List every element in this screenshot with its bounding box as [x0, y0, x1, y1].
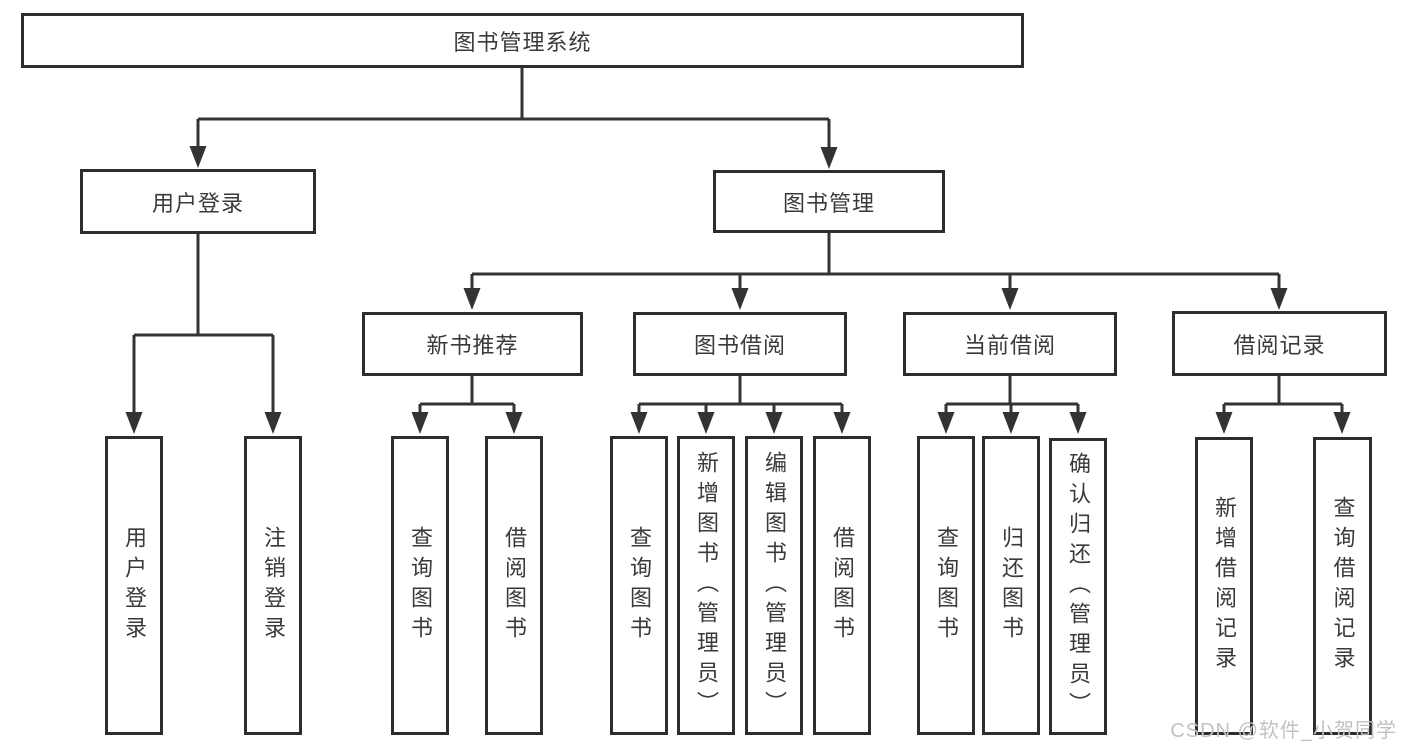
arrow-down-icon — [411, 412, 429, 434]
arrow-down-icon — [1215, 412, 1233, 434]
leaf-logout: 注销登录 — [244, 436, 302, 735]
node-label: 新增图书（管理员） — [694, 450, 719, 721]
connector-book-management — [470, 233, 1281, 289]
connector-borrow-records — [1222, 376, 1344, 413]
connector-current-borrow — [944, 376, 1080, 413]
node-label: 当前借阅 — [963, 333, 1056, 358]
leaf-confirm-return-admin: 确认归还（管理员） — [1049, 438, 1107, 735]
arrow-down-icon — [697, 412, 715, 434]
node-label: 借阅图书 — [502, 525, 527, 646]
leaf-query-borrow-record: 查询借阅记录 — [1313, 437, 1372, 735]
connector-new-book — [418, 376, 516, 413]
node-label: 注销登录 — [261, 525, 286, 646]
arrow-down-icon — [833, 412, 851, 434]
node-label: 查询图书 — [408, 525, 433, 646]
arrow-down-icon — [765, 412, 783, 434]
leaf-user-login: 用户登录 — [105, 436, 163, 735]
leaf-borrow-book: 借阅图书 — [813, 436, 871, 735]
node-library-management-system: 图书管理系统 — [21, 13, 1024, 68]
leaf-add-book-admin: 新增图书（管理员） — [677, 436, 735, 735]
node-label: 图书借阅 — [693, 333, 786, 358]
node-label: 查询借阅记录 — [1330, 496, 1356, 676]
node-book-management: 图书管理 — [713, 170, 945, 233]
node-book-borrow: 图书借阅 — [633, 312, 847, 376]
node-label: 新增借阅记录 — [1212, 496, 1237, 676]
arrow-down-icon — [630, 412, 648, 434]
arrow-down-icon — [505, 412, 523, 434]
arrow-down-icon — [463, 288, 481, 310]
leaf-query-book-current: 查询图书 — [917, 436, 975, 735]
node-label: 确认归还（管理员） — [1066, 451, 1091, 722]
node-label: 用户登录 — [151, 190, 244, 216]
leaf-borrow-book-recommend: 借阅图书 — [485, 436, 543, 735]
node-label: 图书管理系统 — [453, 29, 592, 55]
connector-book-borrow — [637, 376, 844, 413]
leaf-edit-book-admin: 编辑图书（管理员） — [745, 436, 803, 735]
node-label: 借阅图书 — [830, 525, 855, 646]
arrow-down-icon — [937, 412, 955, 434]
node-borrow-records: 借阅记录 — [1172, 311, 1387, 376]
leaf-query-book-recommend: 查询图书 — [391, 436, 449, 735]
arrow-down-icon — [1333, 412, 1351, 434]
arrow-down-icon — [125, 412, 143, 434]
node-label: 图书管理 — [782, 190, 875, 216]
arrow-down-icon — [1002, 412, 1020, 434]
node-label: 查询图书 — [627, 525, 652, 646]
node-label: 编辑图书（管理员） — [762, 450, 787, 721]
arrow-down-icon — [731, 288, 749, 310]
node-current-borrow: 当前借阅 — [903, 312, 1117, 376]
arrow-down-icon — [1270, 288, 1288, 310]
leaf-return-book: 归还图书 — [982, 436, 1040, 735]
arrow-down-icon — [820, 147, 838, 169]
arrow-down-icon — [264, 412, 282, 434]
leaf-query-book-borrow: 查询图书 — [610, 436, 668, 735]
node-label: 归还图书 — [999, 525, 1024, 646]
node-user-login: 用户登录 — [80, 169, 316, 234]
node-label: 用户登录 — [122, 525, 147, 646]
connector-root — [196, 68, 831, 147]
arrow-down-icon — [1069, 412, 1087, 434]
connector-user-login — [132, 234, 275, 413]
node-new-book-recommend: 新书推荐 — [362, 312, 583, 376]
leaf-add-borrow-record: 新增借阅记录 — [1195, 437, 1253, 735]
node-label: 新书推荐 — [426, 333, 519, 358]
arrow-down-icon — [1001, 288, 1019, 310]
arrow-down-icon — [189, 146, 207, 168]
node-label: 查询图书 — [934, 525, 959, 646]
arrowheads — [125, 146, 1351, 434]
node-label: 借阅记录 — [1233, 332, 1326, 358]
csdn-watermark: CSDN @软件_小贺同学 — [1170, 720, 1397, 742]
